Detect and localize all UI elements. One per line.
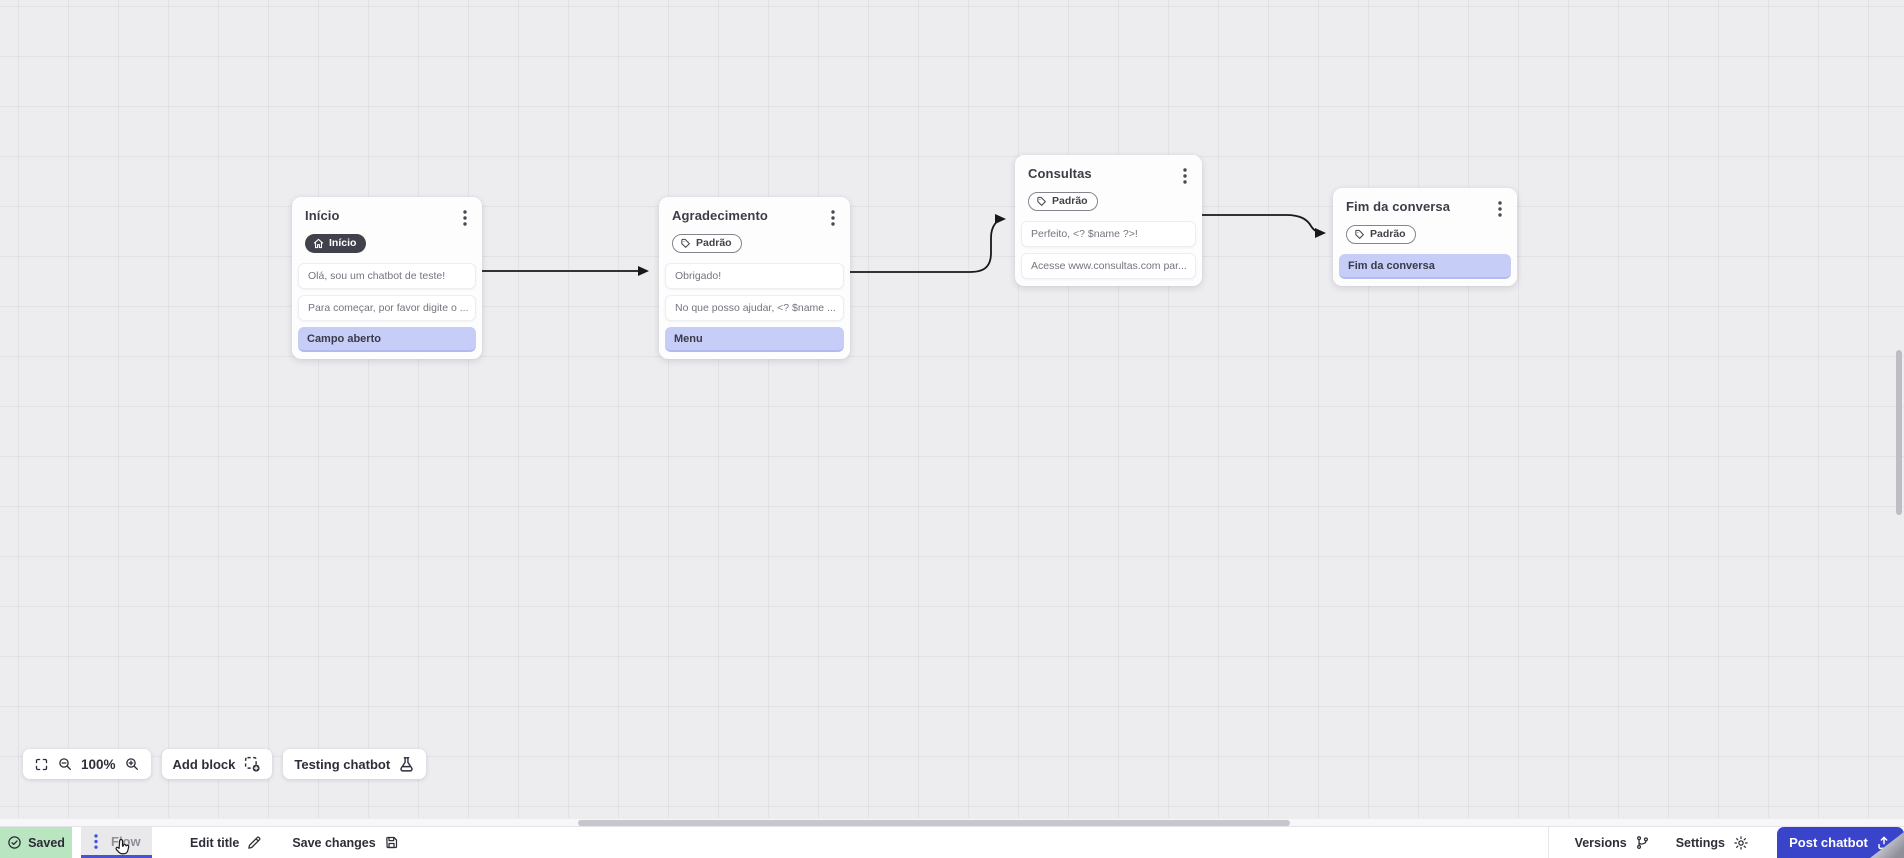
flow-tab-label: Flow (111, 833, 141, 849)
post-chatbot-label: Post chatbot (1789, 835, 1868, 850)
pencil-icon (248, 836, 261, 849)
badge-label: Padrão (696, 237, 732, 250)
message-bubble[interactable]: Para começar, por favor digite o ... (298, 295, 476, 321)
node-title: Início (305, 208, 340, 223)
statusbar-spacer (399, 827, 1548, 858)
node-header: Início (298, 206, 476, 227)
save-changes-label: Save changes (292, 835, 376, 850)
testing-chatbot-button[interactable]: Testing chatbot (283, 749, 427, 779)
gear-icon (1734, 835, 1748, 850)
node-menu-button[interactable] (1181, 167, 1189, 185)
flask-icon (400, 756, 413, 772)
tag-icon (1037, 196, 1046, 206)
fullscreen-icon[interactable] (34, 757, 49, 772)
badge-row: Início (298, 227, 476, 263)
message-bubble[interactable]: Acesse www.consultas.com par... (1021, 253, 1196, 279)
testing-chatbot-label: Testing chatbot (294, 756, 391, 772)
message-bubble[interactable]: Obrigado! (665, 263, 844, 289)
category-badge: Padrão (1028, 192, 1098, 211)
zoom-controls[interactable]: 100% (23, 749, 151, 779)
kebab-menu-icon[interactable] (94, 833, 98, 849)
edit-title-label: Edit title (190, 835, 240, 850)
badge-row: Padrão (1339, 218, 1511, 254)
check-circle-icon (8, 836, 21, 849)
tag-icon (681, 238, 690, 248)
add-block-label: Add block (172, 756, 236, 772)
category-badge: Padrão (1346, 225, 1416, 244)
add-block-button[interactable]: Add block (161, 749, 273, 779)
home-icon (313, 238, 324, 249)
badge-label: Padrão (1052, 195, 1088, 208)
node-header: Fim da conversa (1339, 197, 1511, 218)
badge-row: Padrão (665, 227, 844, 263)
canvas-toolbar: 100% Add block Testing chatbot (23, 749, 427, 779)
versions-label: Versions (1574, 835, 1627, 850)
bottom-statusbar: Saved Flow Edit title Save changes Versi… (0, 826, 1904, 858)
settings-button[interactable]: Settings (1676, 827, 1749, 858)
zoom-out-icon[interactable] (57, 756, 73, 772)
flow-node-inicio[interactable]: Início Início Olá, sou um chatbot de tes… (292, 197, 482, 359)
node-menu-button[interactable] (829, 209, 837, 227)
message-bubble[interactable]: No que posso ajudar, <? $name ... (665, 295, 844, 321)
node-title: Fim da conversa (1346, 199, 1451, 214)
saved-status-badge: Saved (0, 827, 72, 858)
input-block[interactable]: Campo aberto (298, 327, 476, 352)
flow-canvas[interactable]: Início Início Olá, sou um chatbot de tes… (0, 0, 1904, 826)
message-bubble[interactable]: Olá, sou um chatbot de teste! (298, 263, 476, 289)
vertical-scrollbar-thumb[interactable] (1896, 350, 1902, 515)
save-changes-button[interactable]: Save changes (292, 827, 398, 858)
badge-row: Padrão (1021, 185, 1196, 221)
connector-lines (482, 214, 1326, 276)
zoom-level: 100% (81, 756, 116, 772)
kebab-menu-icon (1498, 201, 1502, 217)
menu-block[interactable]: Menu (665, 327, 844, 352)
edit-title-button[interactable]: Edit title (190, 827, 262, 858)
horizontal-scrollbar-thumb[interactable] (578, 820, 1290, 826)
kebab-menu-icon (1183, 168, 1187, 184)
git-branch-icon (1636, 836, 1648, 849)
flow-node-consultas[interactable]: Consultas Padrão Perfeito, <? $name ?>! … (1015, 155, 1202, 286)
saved-label: Saved (28, 835, 65, 850)
statusbar-right-group: Versions Settings Post chatbot (1547, 827, 1904, 858)
tab-flow[interactable]: Flow (81, 827, 152, 858)
horizontal-scrollbar[interactable] (0, 818, 1904, 826)
connector-agradecimento-consultas (850, 214, 1006, 273)
connector-consultas-fim (1202, 214, 1326, 238)
add-block-icon (245, 756, 260, 772)
node-title: Consultas (1028, 166, 1092, 181)
kebab-menu-icon (463, 210, 467, 226)
category-badge: Padrão (672, 234, 742, 253)
message-bubble[interactable]: Perfeito, <? $name ?>! (1021, 221, 1196, 247)
versions-button[interactable]: Versions (1575, 827, 1650, 858)
node-title: Agradecimento (672, 208, 768, 223)
kebab-menu-icon (831, 210, 835, 226)
badge-label: Início (329, 237, 357, 250)
floppy-icon (385, 836, 397, 849)
settings-label: Settings (1675, 835, 1725, 850)
node-menu-button[interactable] (461, 209, 469, 227)
end-block[interactable]: Fim da conversa (1339, 254, 1511, 279)
tag-icon (1355, 229, 1364, 239)
badge-label: Padrão (1370, 228, 1406, 241)
zoom-in-icon[interactable] (124, 756, 140, 772)
node-menu-button[interactable] (1496, 200, 1504, 218)
flow-node-fim-da-conversa[interactable]: Fim da conversa Padrão Fim da conversa (1333, 188, 1517, 286)
start-badge: Início (305, 234, 367, 253)
flow-node-agradecimento[interactable]: Agradecimento Padrão Obrigado! No que po… (659, 197, 850, 359)
post-chatbot-button[interactable]: Post chatbot (1777, 827, 1904, 858)
node-header: Consultas (1021, 164, 1196, 185)
node-header: Agradecimento (665, 206, 844, 227)
